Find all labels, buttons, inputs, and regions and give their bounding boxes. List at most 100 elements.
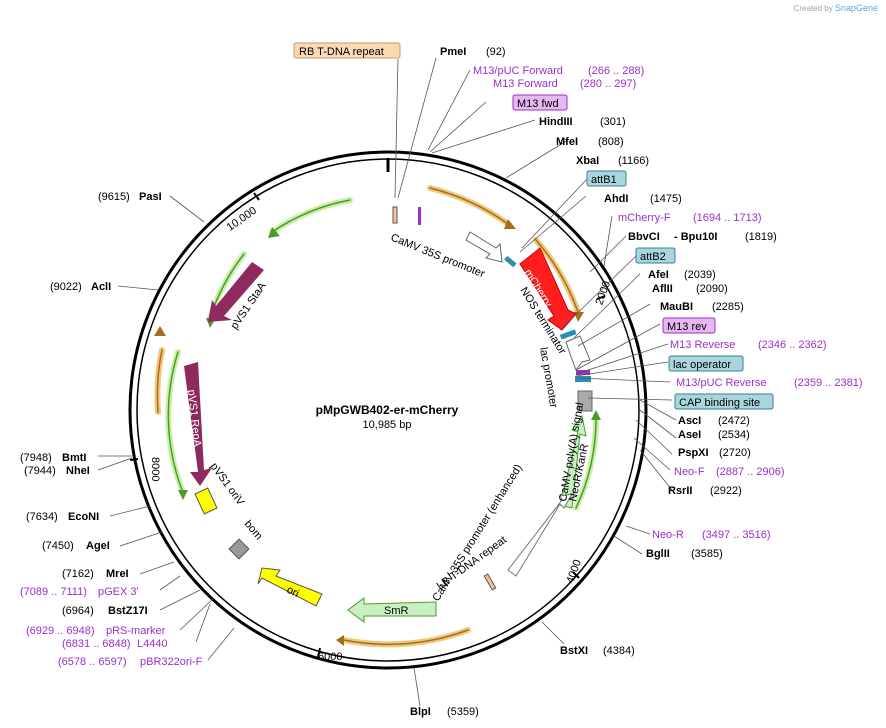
svg-text:bom: bom bbox=[242, 518, 265, 542]
svg-text:(1819): (1819) bbox=[745, 231, 777, 243]
svg-text:(6929 .. 6948): (6929 .. 6948) bbox=[26, 625, 95, 637]
svg-text:(5359): (5359) bbox=[447, 706, 479, 718]
enzymes-right: PmeI (92) HindIII (301) MfeI (808) XbaI … bbox=[410, 46, 777, 718]
svg-text:SmR: SmR bbox=[384, 605, 409, 617]
tick-8000: 8000 bbox=[149, 457, 161, 481]
svg-text:ori: ori bbox=[285, 584, 301, 600]
svg-text:(1694 .. 1713): (1694 .. 1713) bbox=[693, 212, 762, 224]
svg-text:HindIII: HindIII bbox=[539, 116, 573, 128]
label-connectors bbox=[97, 57, 677, 707]
svg-text:MauBI: MauBI bbox=[660, 301, 693, 313]
snapgene-credit: Created by SnapGene bbox=[793, 3, 878, 13]
label-m13-fwd: M13 fwd bbox=[517, 98, 559, 110]
svg-text:EcoNI: EcoNI bbox=[68, 511, 99, 523]
svg-text:BlpI: BlpI bbox=[410, 706, 431, 718]
snapgene-logo: SnapGene bbox=[834, 3, 878, 13]
svg-text:(6578 .. 6597): (6578 .. 6597) bbox=[58, 656, 127, 668]
svg-text:RsrII: RsrII bbox=[668, 485, 692, 497]
svg-text:(6964): (6964) bbox=[62, 605, 94, 617]
svg-text:(2039): (2039) bbox=[684, 269, 716, 281]
svg-text:M13/pUC Forward: M13/pUC Forward bbox=[473, 65, 563, 77]
enzymes-left: (9615) PasI (9022) AclI (7948) BmtI (794… bbox=[20, 191, 162, 617]
svg-text:(2720): (2720) bbox=[719, 447, 751, 459]
svg-text:(2346 .. 2362): (2346 .. 2362) bbox=[758, 339, 827, 351]
svg-text:(6831 .. 6848): (6831 .. 6848) bbox=[62, 638, 131, 650]
svg-text:MreI: MreI bbox=[106, 568, 129, 580]
svg-text:(7450): (7450) bbox=[42, 540, 74, 552]
svg-text:(2887 .. 2906): (2887 .. 2906) bbox=[716, 466, 785, 478]
svg-text:PmeI: PmeI bbox=[440, 46, 466, 58]
svg-text:(2472): (2472) bbox=[718, 415, 750, 427]
svg-text:(301): (301) bbox=[600, 116, 626, 128]
svg-text:PspXI: PspXI bbox=[678, 447, 709, 459]
svg-text:(808): (808) bbox=[598, 136, 624, 148]
outer-arc-features bbox=[154, 185, 599, 648]
primer-labels: M13/pUC Forward (266 .. 288) M13 Forward… bbox=[20, 65, 863, 668]
svg-text:(9022): (9022) bbox=[50, 281, 82, 293]
svg-text:(266 .. 288): (266 .. 288) bbox=[588, 65, 644, 77]
label-attb1: attB1 bbox=[591, 174, 617, 186]
svg-text:(2090): (2090) bbox=[696, 283, 728, 295]
svg-text:M13 Reverse: M13 Reverse bbox=[670, 339, 735, 351]
svg-text:pVS1 RepA: pVS1 RepA bbox=[185, 389, 203, 448]
svg-text:BglII: BglII bbox=[646, 548, 670, 560]
svg-text:pBR322ori-F: pBR322ori-F bbox=[140, 656, 203, 668]
label-cap-binding: CAP binding site bbox=[679, 397, 760, 409]
svg-text:BstZ17I: BstZ17I bbox=[108, 605, 148, 617]
svg-text:PasI: PasI bbox=[139, 191, 162, 203]
svg-text:- Bpu10I: - Bpu10I bbox=[674, 231, 717, 243]
svg-text:pRS-marker: pRS-marker bbox=[106, 625, 166, 637]
svg-text:AflII: AflII bbox=[652, 283, 673, 295]
svg-text:M13 Forward: M13 Forward bbox=[493, 78, 558, 90]
label-lac-operator: lac operator bbox=[673, 359, 731, 371]
svg-text:MfeI: MfeI bbox=[556, 136, 578, 148]
svg-text:BstXI: BstXI bbox=[560, 645, 588, 657]
tick-6000: 6000 bbox=[318, 651, 342, 663]
svg-text:(2285): (2285) bbox=[712, 301, 744, 313]
svg-text:(2359 .. 2381): (2359 .. 2381) bbox=[794, 377, 863, 389]
svg-text:AhdI: AhdI bbox=[604, 193, 628, 205]
svg-text:(7162): (7162) bbox=[62, 568, 94, 580]
plasmid-name: pMpGWB402-er-mCherry bbox=[316, 403, 459, 417]
svg-text:(280 .. 297): (280 .. 297) bbox=[580, 78, 636, 90]
svg-text:(7948): (7948) bbox=[20, 452, 52, 464]
scale-ticks bbox=[129, 192, 606, 658]
label-attb2: attB2 bbox=[640, 251, 666, 263]
svg-text:pGEX 3': pGEX 3' bbox=[98, 586, 139, 598]
svg-text:XbaI: XbaI bbox=[576, 155, 599, 167]
backbone-circle bbox=[128, 150, 648, 670]
svg-text:(1166): (1166) bbox=[618, 155, 649, 167]
svg-text:(7634): (7634) bbox=[26, 511, 58, 523]
svg-text:(1475): (1475) bbox=[650, 193, 682, 205]
svg-text:Neo-R: Neo-R bbox=[652, 529, 684, 541]
label-m13-rev: M13 rev bbox=[667, 321, 707, 333]
svg-text:(7089 .. 7111): (7089 .. 7111) bbox=[20, 586, 87, 598]
svg-text:AclI: AclI bbox=[91, 281, 111, 293]
svg-text:(2922): (2922) bbox=[710, 485, 742, 497]
svg-text:(4384): (4384) bbox=[603, 645, 635, 657]
svg-text:NheI: NheI bbox=[66, 465, 90, 477]
svg-text:Neo-F: Neo-F bbox=[674, 466, 705, 478]
svg-text:AgeI: AgeI bbox=[86, 540, 110, 552]
svg-text:L4440: L4440 bbox=[137, 638, 168, 650]
svg-text:(9615): (9615) bbox=[98, 191, 130, 203]
svg-text:(3585): (3585) bbox=[691, 548, 723, 560]
svg-text:(92): (92) bbox=[486, 46, 506, 58]
svg-text:AscI: AscI bbox=[678, 415, 701, 427]
svg-text:AfeI: AfeI bbox=[648, 269, 669, 281]
svg-text:(2534): (2534) bbox=[718, 429, 750, 441]
label-rb-tdna: RB T-DNA repeat bbox=[299, 46, 384, 58]
svg-text:AseI: AseI bbox=[678, 429, 701, 441]
boxed-features: RB T-DNA repeat M13 fwd attB1 attB2 M13 … bbox=[293, 42, 774, 410]
svg-text:M13/pUC Reverse: M13/pUC Reverse bbox=[676, 377, 766, 389]
svg-text:(3497 .. 3516): (3497 .. 3516) bbox=[702, 529, 771, 541]
svg-text:(7944): (7944) bbox=[24, 465, 56, 477]
feature-shapes bbox=[184, 206, 593, 623]
plasmid-size: 10,985 bp bbox=[363, 419, 412, 431]
svg-text:lac promoter: lac promoter bbox=[537, 346, 559, 409]
svg-text:mCherry-F: mCherry-F bbox=[618, 212, 671, 224]
tick-10000: 10,000 bbox=[225, 205, 259, 234]
svg-text:BbvCI: BbvCI bbox=[628, 231, 660, 243]
arc-arrowheads bbox=[154, 219, 601, 646]
